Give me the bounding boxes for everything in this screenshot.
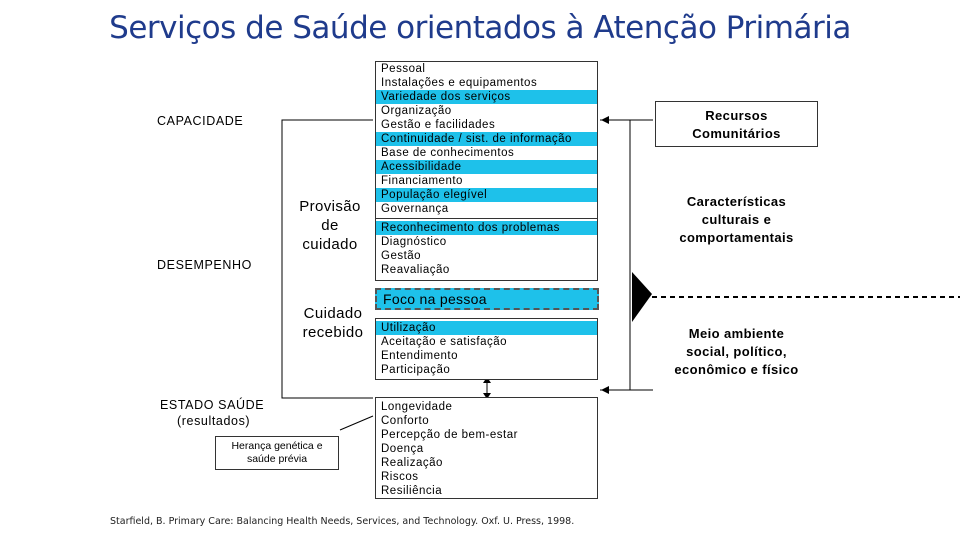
triangle-pointer xyxy=(632,272,652,322)
capacity-item: Instalações e equipamentos xyxy=(381,77,538,89)
capacity-item: Base de conhecimentos xyxy=(381,147,515,159)
double-arrow-down xyxy=(483,393,491,399)
received-item: Aceitação e satisfação xyxy=(381,336,508,348)
capacity-item: Continuidade / sist. de informação xyxy=(376,132,597,146)
resultados-label: (resultados) xyxy=(177,414,251,428)
provision-item: Reavaliação xyxy=(381,264,450,276)
heranca-line-2: saúde prévia xyxy=(246,453,308,465)
capacity-item: Pessoal xyxy=(381,63,426,75)
capacity-item: Acessibilidade xyxy=(376,160,597,174)
foco-na-pessoa-band: Foco na pessoa xyxy=(375,288,599,310)
provisao-line-2: de xyxy=(321,217,339,234)
received-item: Utilização xyxy=(376,321,597,335)
caracteristicas-line-3: comportamentais xyxy=(679,230,794,245)
outcome-item: Resiliência xyxy=(381,485,443,497)
recursos-line-2: Comunitários xyxy=(692,126,781,141)
cuidado-recebido-label: Cuidado recebido xyxy=(293,304,373,342)
heranca-genetica-box: Herança genética e saúde prévia xyxy=(215,436,339,470)
capacidade-label: CAPACIDADE xyxy=(157,114,244,128)
cuidado-recebido-line-1: Cuidado xyxy=(303,305,363,322)
caracteristicas-line-2: culturais e xyxy=(701,212,772,227)
section-divider xyxy=(376,218,597,221)
recursos-line-1: Recursos xyxy=(705,108,768,123)
outcome-item: Conforto xyxy=(381,415,430,427)
capacity-item: Gestão e facilidades xyxy=(381,119,496,131)
page-title: Serviços de Saúde orientados à Atenção P… xyxy=(109,10,851,46)
heranca-line-1: Herança genética e xyxy=(231,440,323,452)
outcome-item: Percepção de bem-estar xyxy=(381,429,518,441)
outcome-item: Realização xyxy=(381,457,443,469)
heranca-connector xyxy=(339,415,374,431)
capacity-item: Governança xyxy=(381,203,449,215)
desempenho-label: DESEMPENHO xyxy=(157,258,252,272)
left-bracket-line xyxy=(281,119,373,399)
received-item: Entendimento xyxy=(381,350,458,362)
provisao-line-3: cuidado xyxy=(302,236,358,253)
estado-saude-label: ESTADO SAÚDE xyxy=(160,398,265,412)
citation: Starfield, B. Primary Care: Balancing He… xyxy=(110,516,575,527)
meio-ambiente-text: Meio ambiente social, político, econômic… xyxy=(655,325,818,379)
meio-line-2: social, político, xyxy=(686,344,787,359)
double-arrow-up xyxy=(483,377,491,383)
right-bracket-line xyxy=(600,119,631,391)
meio-line-3: econômico e físico xyxy=(674,362,799,377)
outcome-item: Doença xyxy=(381,443,424,455)
cuidado-recebido-line-2: recebido xyxy=(302,324,364,341)
outcome-item: Riscos xyxy=(381,471,419,483)
capacity-item: Organização xyxy=(381,105,452,117)
recursos-comunitarios-box: Recursos Comunitários xyxy=(655,101,818,147)
capacity-item: Financiamento xyxy=(381,175,463,187)
outcome-item: Longevidade xyxy=(381,401,453,413)
provisao-line-1: Provisão xyxy=(299,198,361,215)
provision-item: Diagnóstico xyxy=(381,236,447,248)
capacity-item: Variedade dos serviços xyxy=(376,90,597,104)
provisao-de-cuidado-label: Provisão de cuidado xyxy=(290,197,370,254)
received-item: Participação xyxy=(381,364,451,376)
caracteristicas-culturais-text: Características culturais e comportament… xyxy=(655,193,818,247)
provision-item: Gestão xyxy=(381,250,422,262)
provision-item: Reconhecimento dos problemas xyxy=(376,221,597,235)
capacity-item: População elegível xyxy=(376,188,597,202)
caracteristicas-line-1: Características xyxy=(686,194,787,209)
meio-line-1: Meio ambiente xyxy=(688,326,785,341)
